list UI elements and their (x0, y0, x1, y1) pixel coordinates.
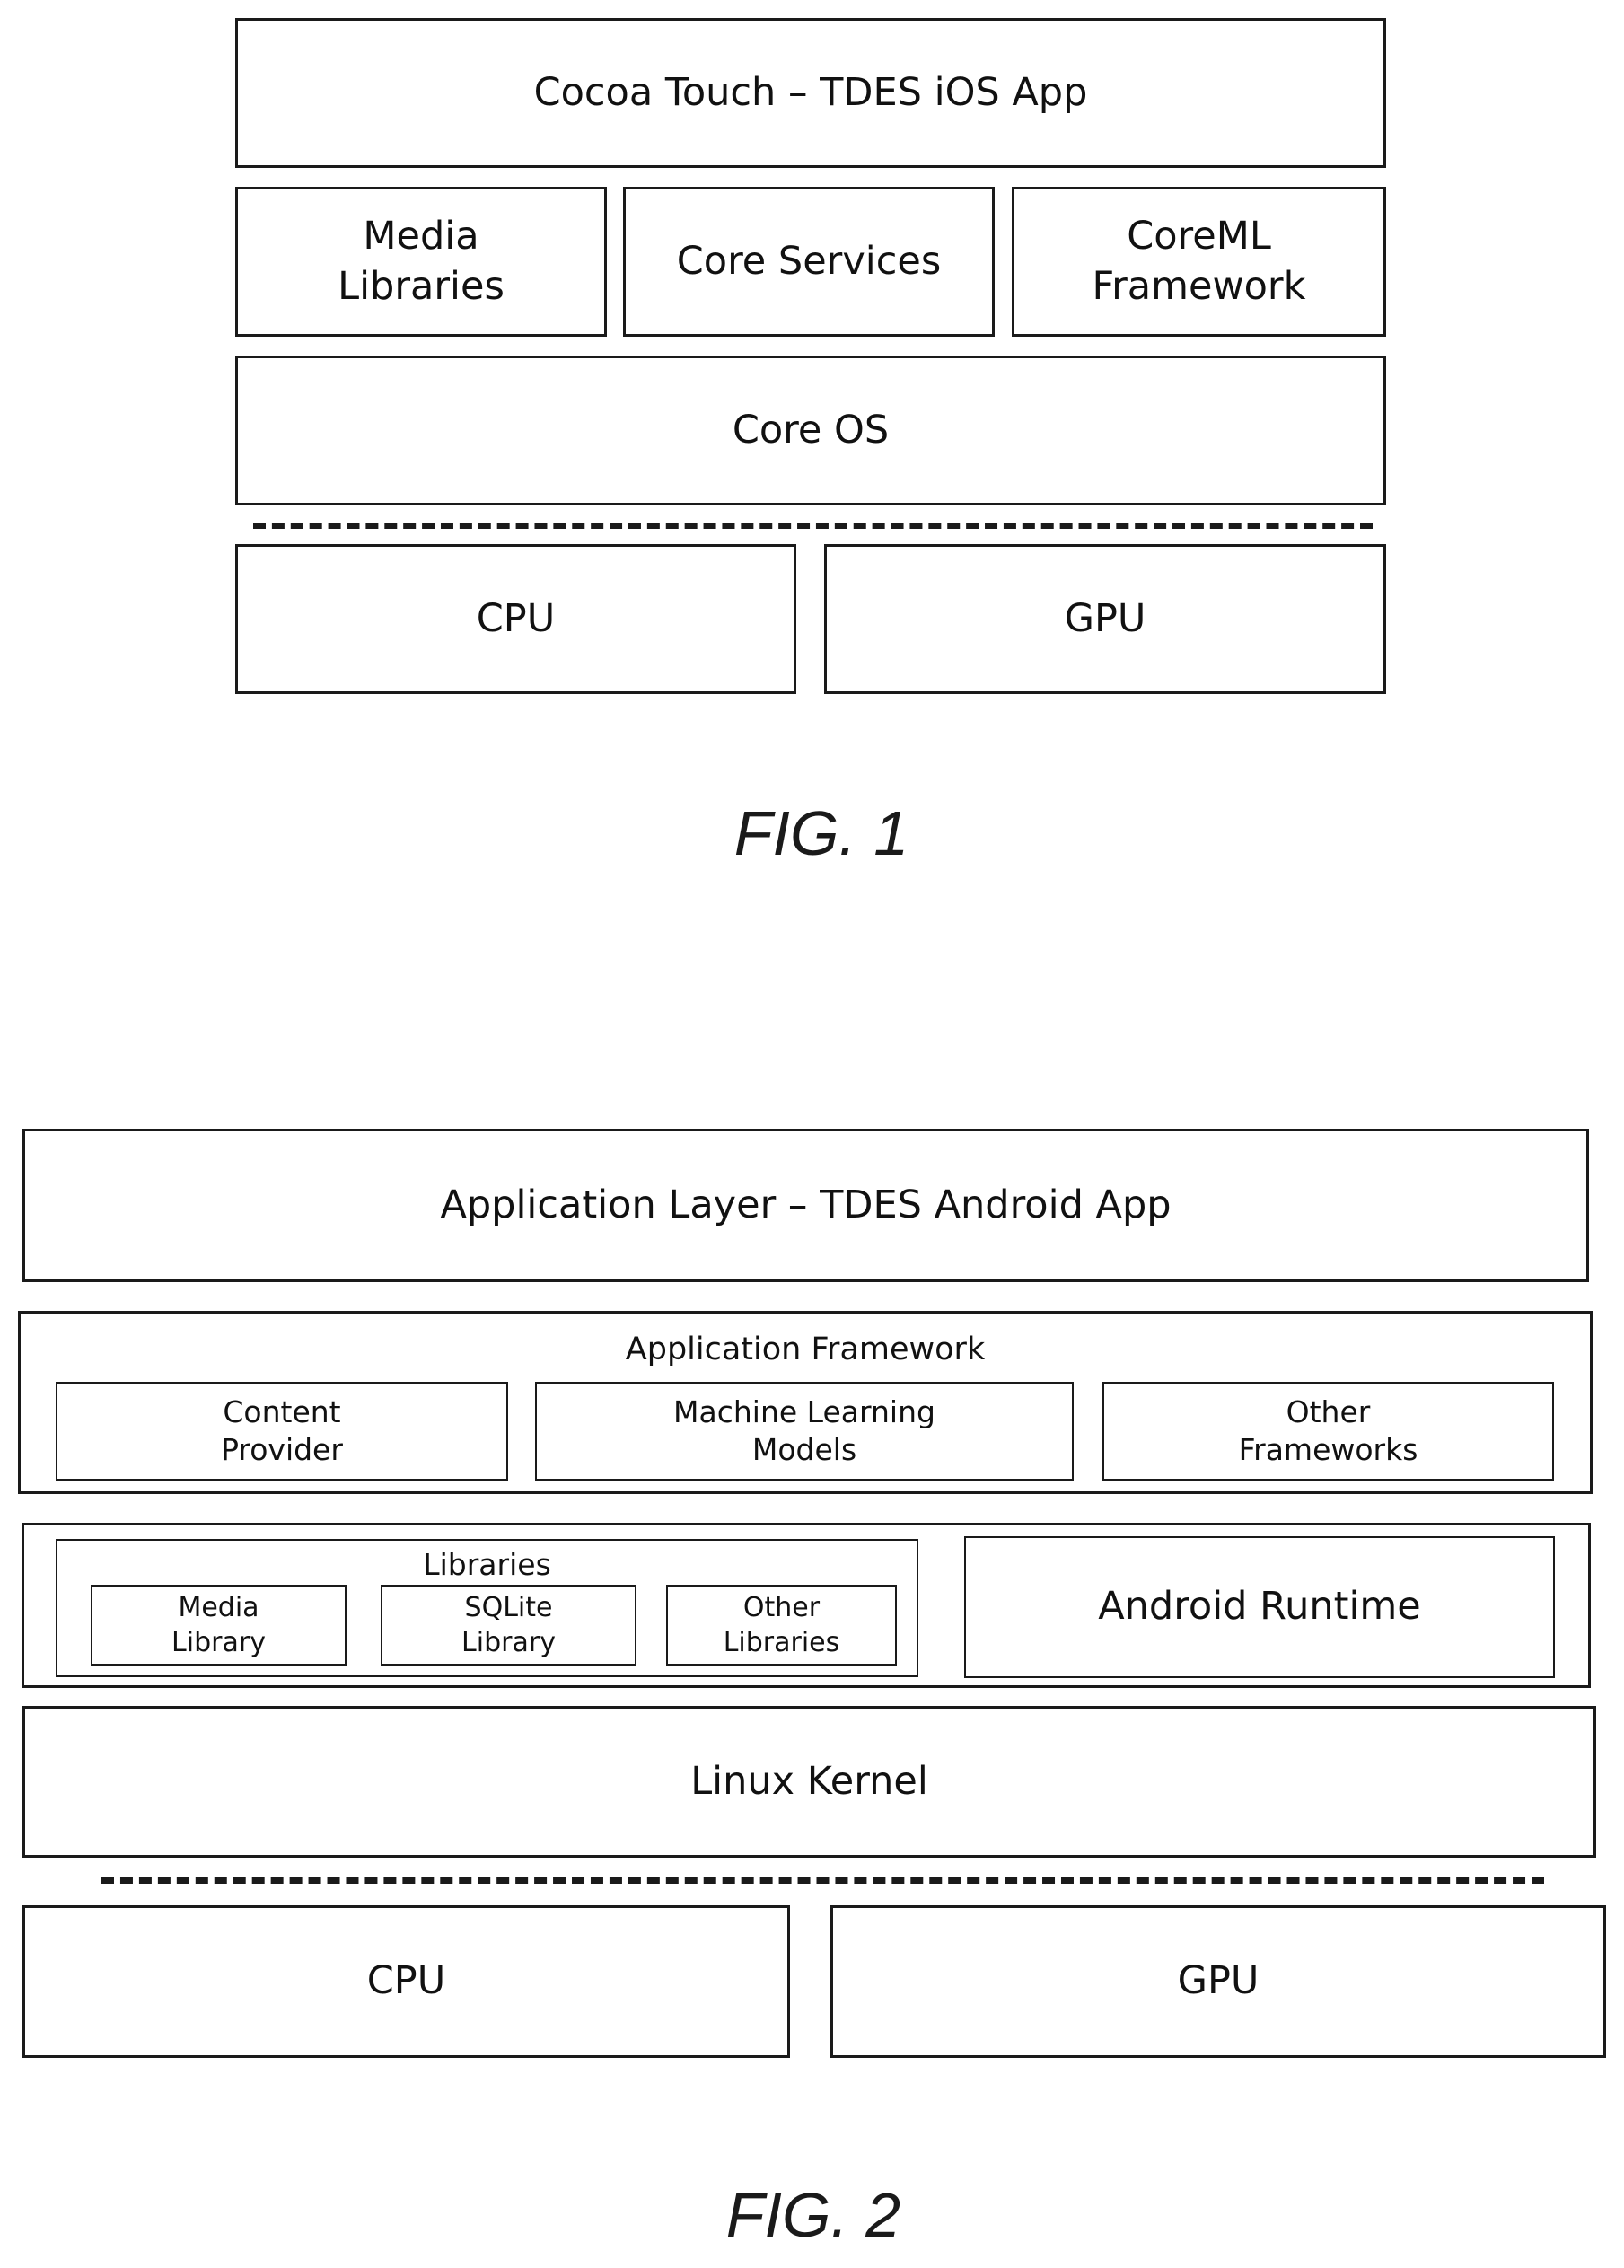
media-libraries-block: Media Libraries (235, 187, 607, 337)
media-library-label: Media Library (155, 1590, 282, 1660)
android-runtime-block: Android Runtime (964, 1536, 1555, 1678)
media-library-block: Media Library (91, 1585, 347, 1666)
linux-kernel-label: Linux Kernel (690, 1757, 928, 1806)
core-os-label: Core OS (733, 406, 889, 455)
gpu-block: GPU (824, 544, 1386, 694)
coreml-framework-label: CoreML Framework (1068, 212, 1330, 311)
content-provider-block: Content Provider (56, 1382, 508, 1481)
application-layer: Application Layer – TDES Android App (22, 1129, 1589, 1282)
core-services-block: Core Services (623, 187, 995, 337)
core-os-layer: Core OS (235, 356, 1386, 505)
application-framework-layer: Application Framework Content Provider M… (18, 1311, 1593, 1494)
libraries-group: Libraries Media Library SQLite Library O… (56, 1539, 918, 1677)
gpu-label: GPU (1065, 594, 1146, 644)
hardware-divider (253, 523, 1373, 529)
application-framework-title: Application Framework (21, 1330, 1590, 1370)
other-frameworks-label: Other Frameworks (1194, 1393, 1462, 1469)
hardware-divider (101, 1877, 1544, 1884)
sqlite-library-block: SQLite Library (381, 1585, 636, 1666)
machine-learning-models-label: Machine Learning Models (627, 1393, 982, 1469)
native-layer: Libraries Media Library SQLite Library O… (22, 1523, 1591, 1688)
figure-caption: FIG. 2 (634, 2179, 993, 2251)
cpu-block: CPU (235, 544, 796, 694)
other-frameworks-block: Other Frameworks (1102, 1382, 1554, 1481)
coreml-framework-block: CoreML Framework (1012, 187, 1386, 337)
cocoa-touch-layer: Cocoa Touch – TDES iOS App (235, 18, 1386, 168)
other-libraries-block: Other Libraries (666, 1585, 897, 1666)
android-runtime-label: Android Runtime (1098, 1582, 1421, 1631)
content-provider-label: Content Provider (165, 1393, 399, 1469)
cocoa-touch-label: Cocoa Touch – TDES iOS App (534, 68, 1088, 118)
libraries-title: Libraries (57, 1546, 917, 1584)
gpu-label: GPU (1178, 1956, 1260, 2006)
other-libraries-label: Other Libraries (713, 1590, 850, 1660)
application-layer-label: Application Layer – TDES Android App (440, 1181, 1171, 1230)
cpu-label: CPU (367, 1956, 445, 2006)
sqlite-library-label: SQLite Library (445, 1590, 572, 1660)
linux-kernel-layer: Linux Kernel (22, 1706, 1596, 1858)
gpu-block: GPU (830, 1905, 1606, 2058)
figure-caption: FIG. 1 (642, 797, 1001, 869)
cpu-block: CPU (22, 1905, 790, 2058)
media-libraries-label: Media Libraries (274, 212, 568, 311)
machine-learning-models-block: Machine Learning Models (535, 1382, 1074, 1481)
cpu-label: CPU (477, 594, 555, 644)
core-services-label: Core Services (677, 237, 942, 286)
